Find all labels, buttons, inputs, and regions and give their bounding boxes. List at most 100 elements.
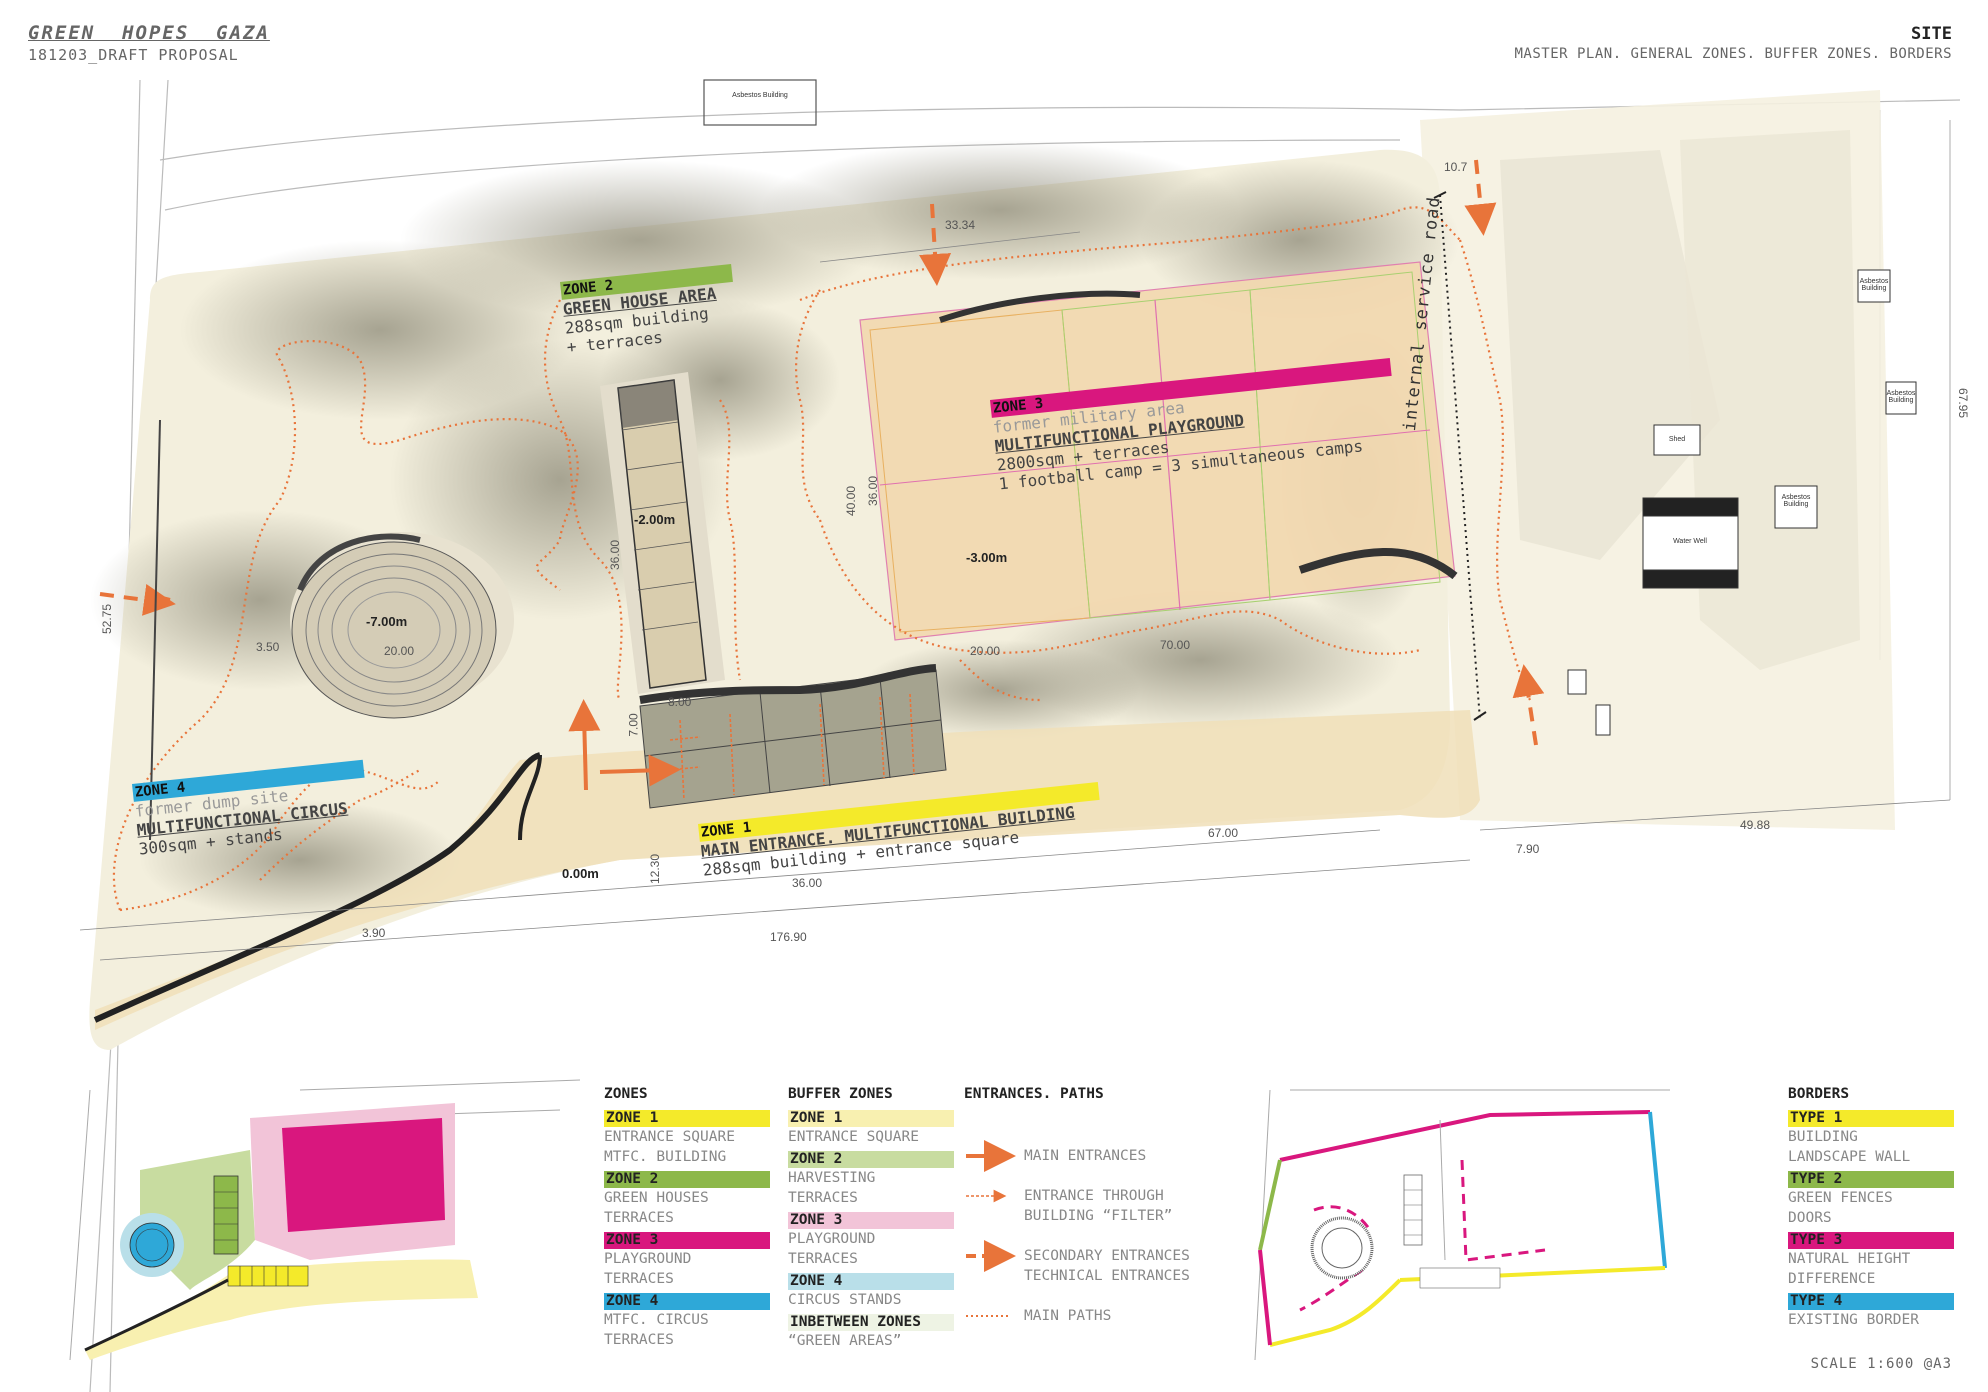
- sheet-subtitle: MASTER PLAN. GENERAL ZONES. BUFFER ZONES…: [1514, 46, 1952, 62]
- dim-1: 33.34: [945, 218, 976, 232]
- dim-9: 7.00: [626, 713, 641, 737]
- dim-16: 3.90: [362, 926, 386, 940]
- legend-buffer4-tag: ZONE 4: [788, 1273, 954, 1290]
- dim-3: 40.00: [844, 485, 859, 517]
- legend-zone2-tag: ZONE 2: [604, 1171, 770, 1188]
- internal-service-road: [1433, 191, 1487, 721]
- dim-10: 12.30: [648, 853, 663, 885]
- legend-buffer5-tag: INBETWEEN ZONES: [788, 1314, 954, 1331]
- context-lines: [89, 79, 1961, 1392]
- dim-5: 36.00: [608, 539, 623, 571]
- level-circus: -7.00m: [366, 614, 408, 629]
- shed-label: Shed: [1668, 436, 1686, 443]
- legend-zone4-tag: ZONE 4: [604, 1293, 770, 1310]
- legend-entrances: ENTRANCES. PATHS: [964, 1084, 1104, 1110]
- legend-zone4: ZONE 4 MTFC. CIRCUS TERRACES: [604, 1293, 770, 1350]
- legend-main-paths: MAIN PATHS: [1024, 1306, 1111, 1326]
- legend-zone3: ZONE 3 PLAYGROUND TERRACES: [604, 1232, 770, 1289]
- legend-entrances-head: ENTRANCES. PATHS: [964, 1086, 1104, 1102]
- dim-11: 36.00: [792, 876, 823, 890]
- filter-arrows: [669, 693, 915, 801]
- dim-7: 70.00: [1160, 638, 1191, 652]
- level-entrance: 0.00m: [562, 866, 599, 881]
- legend-zone2-l2: TERRACES: [604, 1210, 674, 1226]
- legend-zone1-l1: ENTRANCE SQUARE: [604, 1129, 735, 1145]
- legend-borders: BORDERS TYPE 1 BUILDING LANDSCAPE WALL T…: [1788, 1084, 1954, 1334]
- legend-zone2-l1: GREEN HOUSES: [604, 1190, 709, 1206]
- dim-14: 49.88: [1740, 818, 1771, 832]
- dim-6: 20.00: [970, 644, 1001, 658]
- legend-buffer3-l2: TERRACES: [788, 1251, 858, 1267]
- legend-buffer2-l1: HARVESTING: [788, 1170, 876, 1186]
- legend-buffer2-tag: ZONE 2: [788, 1151, 954, 1168]
- entrance-arrows: [99, 159, 1545, 791]
- dim-13: 7.90: [1516, 842, 1540, 856]
- asbestos-label-3: Asbestos Building: [1781, 494, 1811, 508]
- legend-buffer1: ZONE 1 ENTRANCE SQUARE: [788, 1110, 954, 1147]
- legend-zone3-l1: PLAYGROUND: [604, 1251, 692, 1267]
- asbestos-label-2: Asbestos Building: [1886, 390, 1916, 404]
- legend-zone1-l2: MTFC. BUILDING: [604, 1149, 727, 1165]
- dim-4: 36.00: [866, 475, 881, 507]
- legend-zone1-tag: ZONE 1: [604, 1110, 770, 1127]
- legend-border4-l1: EXISTING BORDER: [1788, 1312, 1919, 1328]
- legend-zone4-l2: TERRACES: [604, 1332, 674, 1348]
- dim-19: 20.00: [384, 644, 415, 658]
- legend-border3: TYPE 3 NATURAL HEIGHT DIFFERENCE: [1788, 1232, 1954, 1289]
- legend-zones-head: ZONES: [604, 1086, 648, 1102]
- circus-arena: [290, 532, 514, 719]
- legend-border2-l2: DOORS: [1788, 1210, 1832, 1226]
- legend-secondary-entrance-l2: TECHNICAL ENTRANCES: [1024, 1268, 1190, 1284]
- legend-border4-tag: TYPE 4: [1788, 1293, 1954, 1310]
- dim-17: 52.75: [100, 603, 115, 635]
- legend-border3-l1: NATURAL HEIGHT: [1788, 1251, 1911, 1267]
- legend-border2-tag: TYPE 2: [1788, 1171, 1954, 1188]
- legend-zones: ZONES ZONE 1 ENTRANCE SQUARE MTFC. BUILD…: [604, 1084, 770, 1354]
- project-subtitle: 181203_DRAFT PROPOSAL: [28, 46, 239, 64]
- legend-secondary-entrance: SECONDARY ENTRANCES TECHNICAL ENTRANCES: [1024, 1246, 1190, 1286]
- legend-buffer4-l1: CIRCUS STANDS: [788, 1292, 902, 1308]
- water-well-label: Water Well: [1673, 538, 1707, 545]
- legend-buffer2-l2: TERRACES: [788, 1190, 858, 1206]
- legend-zone2: ZONE 2 GREEN HOUSES TERRACES: [604, 1171, 770, 1228]
- legend-buffer3-l1: PLAYGROUND: [788, 1231, 876, 1247]
- dimension-lines: [79, 231, 1951, 961]
- entrance-sand-zone: [95, 710, 1480, 1030]
- legend-buffer-head: BUFFER ZONES: [788, 1086, 893, 1102]
- dim-15: 176.90: [770, 930, 807, 944]
- legend-border1: TYPE 1 BUILDING LANDSCAPE WALL: [1788, 1110, 1954, 1167]
- legend-border4: TYPE 4 EXISTING BORDER: [1788, 1293, 1954, 1330]
- dim-20: 67.95: [1956, 387, 1971, 419]
- legend-border1-l1: BUILDING: [1788, 1129, 1858, 1145]
- level-playground: -3.00m: [966, 550, 1008, 565]
- level-greenhouse: -2.00m: [634, 512, 676, 527]
- legend-filter-entrance-l2: BUILDING “FILTER”: [1024, 1208, 1173, 1224]
- dim-8: 8.00: [668, 695, 692, 709]
- legend-zone4-l1: MTFC. CIRCUS: [604, 1312, 709, 1328]
- legend-buffer1-l1: ENTRANCE SQUARE: [788, 1129, 919, 1145]
- legend-border2: TYPE 2 GREEN FENCES DOORS: [1788, 1171, 1954, 1228]
- legend-zone3-l2: TERRACES: [604, 1271, 674, 1287]
- legend-main-entrances-l1: MAIN ENTRANCES: [1024, 1148, 1147, 1164]
- scale-note: SCALE 1:600 @A3: [1810, 1356, 1952, 1372]
- legend-buffer1-tag: ZONE 1: [788, 1110, 954, 1127]
- dim-12: 67.00: [1208, 826, 1239, 840]
- dim-2: 10.7: [1444, 160, 1468, 174]
- playground-field: [859, 261, 1458, 641]
- multifunctional-building: [639, 664, 947, 809]
- dim-18: 3.50: [256, 640, 280, 654]
- legend-zone1: ZONE 1 ENTRANCE SQUARE MTFC. BUILDING: [604, 1110, 770, 1167]
- legend-border2-l1: GREEN FENCES: [1788, 1190, 1893, 1206]
- asbestos-label-top: Asbestos Building: [732, 92, 788, 99]
- legend-zone3-tag: ZONE 3: [604, 1232, 770, 1249]
- legend-buffer3-tag: ZONE 3: [788, 1212, 954, 1229]
- legend-buffer: BUFFER ZONES ZONE 1 ENTRANCE SQUARE ZONE…: [788, 1084, 954, 1355]
- legend-border3-tag: TYPE 3: [1788, 1232, 1954, 1249]
- legend-borders-head: BORDERS: [1788, 1086, 1850, 1102]
- legend-secondary-entrance-l1: SECONDARY ENTRANCES: [1024, 1248, 1190, 1264]
- legend-main-paths-l1: MAIN PATHS: [1024, 1308, 1112, 1324]
- legend-filter-entrance: ENTRANCE THROUGH BUILDING “FILTER”: [1024, 1186, 1172, 1226]
- sheet-title: SITE: [1911, 24, 1952, 44]
- legend-filter-entrance-l1: ENTRANCE THROUGH: [1024, 1188, 1164, 1204]
